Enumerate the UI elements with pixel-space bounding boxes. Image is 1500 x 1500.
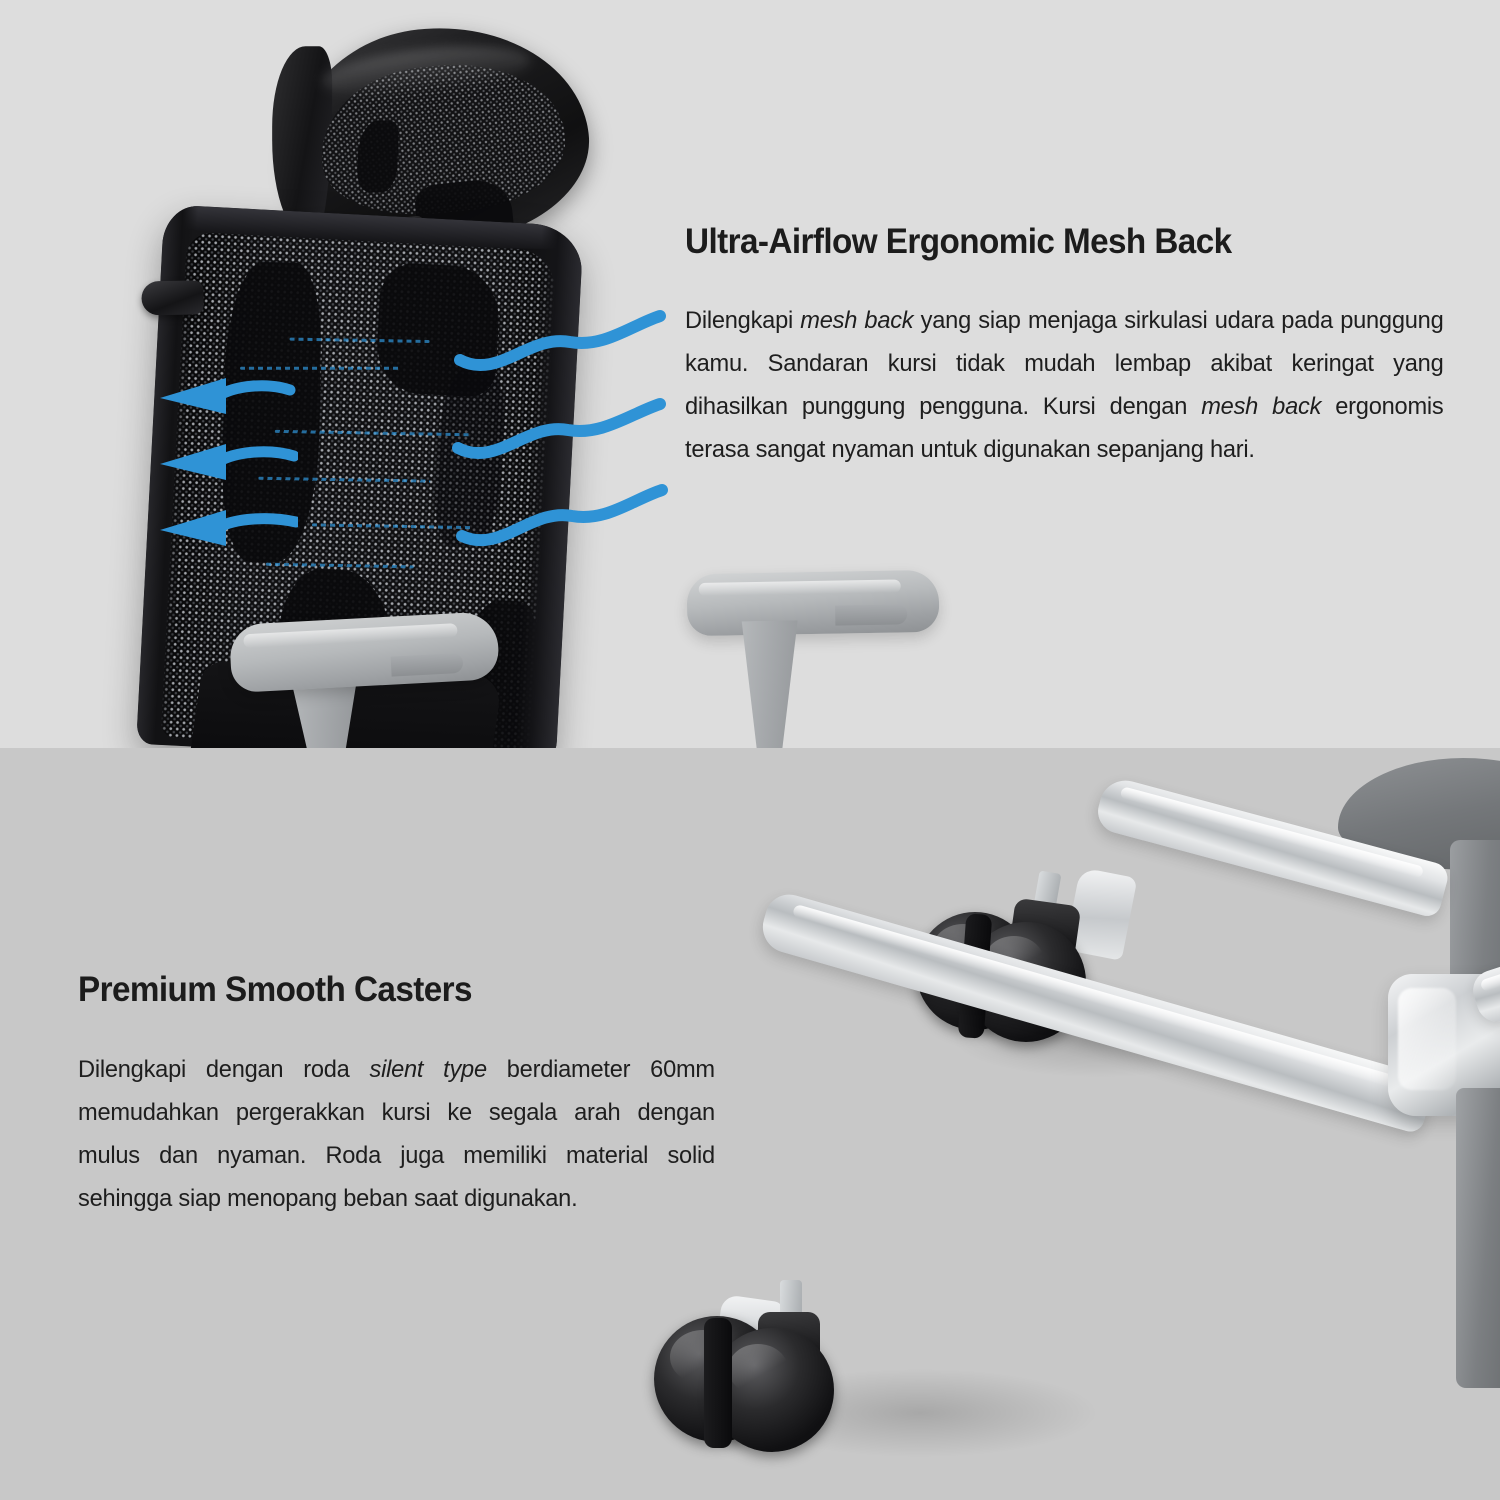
body-text-run: Dilengkapi dengan roda	[78, 1056, 370, 1084]
armrest-detail-notch	[835, 604, 908, 626]
feature-panel-casters: Premium Smooth Casters Dilengkapi dengan…	[0, 748, 1500, 1500]
casters-heading: Premium Smooth Casters	[78, 970, 473, 1009]
caster-wheel	[648, 1270, 868, 1462]
airflow-waves-right	[452, 310, 668, 547]
base-hub-shine	[1398, 988, 1456, 1090]
headrest-shade-patch	[356, 119, 400, 194]
chair-base-image	[620, 748, 1500, 1500]
base-center-post	[1456, 1088, 1500, 1388]
armrest-detail-image	[686, 569, 941, 748]
body-text-run: ergonomis terasa sangat nyaman untuk dig…	[685, 393, 1444, 464]
emphasis-term: mesh back	[1201, 393, 1322, 421]
chair-armrest	[228, 611, 504, 748]
armrest-detail-pad	[686, 569, 940, 637]
mesh-airflow-line	[240, 366, 401, 370]
body-text-run: yang siap menjaga sirkulasi udara pada p…	[685, 307, 1444, 421]
caster-center-divider	[704, 1318, 732, 1448]
chair-mesh-back-image	[0, 0, 700, 748]
emphasis-term: mesh back	[800, 307, 914, 335]
caster-wheel-gloss	[728, 1344, 788, 1394]
body-text-run: Dilengkapi	[685, 307, 801, 335]
casters-copy-block: Premium Smooth Casters Dilengkapi dengan…	[78, 970, 738, 1220]
mesh-airflow-line	[265, 562, 414, 569]
armrest-detail-post	[727, 620, 809, 748]
casters-body: Dilengkapi dengan roda silent type berdi…	[78, 1048, 715, 1220]
mesh-back-heading: Ultra-Airflow Ergonomic Mesh Back	[685, 222, 1232, 261]
armrest-pad	[228, 611, 500, 694]
emphasis-term: silent type	[369, 1056, 487, 1084]
feature-panel-mesh-back: Ultra-Airflow Ergonomic Mesh Back Dileng…	[0, 0, 1500, 748]
airflow-arrows-left	[160, 378, 298, 546]
backrest-adjust-knob	[141, 280, 204, 316]
mesh-back-copy-block: Ultra-Airflow Ergonomic Mesh Back Dileng…	[685, 222, 1471, 471]
armrest-notch	[390, 652, 464, 677]
mesh-back-body: Dilengkapi mesh back yang siap menjaga s…	[685, 299, 1444, 471]
armrest-detail-gloss	[698, 579, 901, 596]
body-text-run: berdiameter 60mm memudahkan pergerakkan …	[78, 1056, 715, 1213]
